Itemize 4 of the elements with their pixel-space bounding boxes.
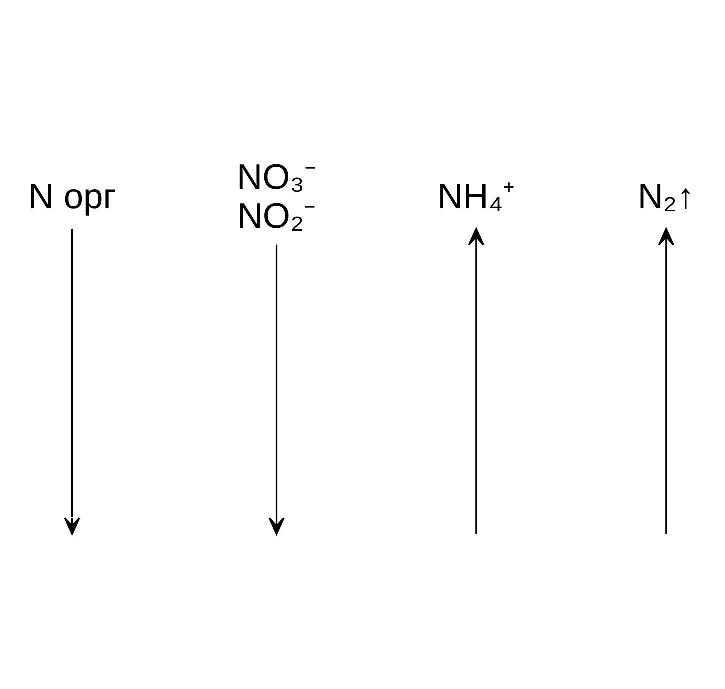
node-text: NH₄⁺ [438,176,516,216]
node-text: N₂↑ [638,176,695,216]
node-text: N орг [28,176,116,216]
node-text: NO₃⁻ NO₂⁻ [237,156,317,236]
